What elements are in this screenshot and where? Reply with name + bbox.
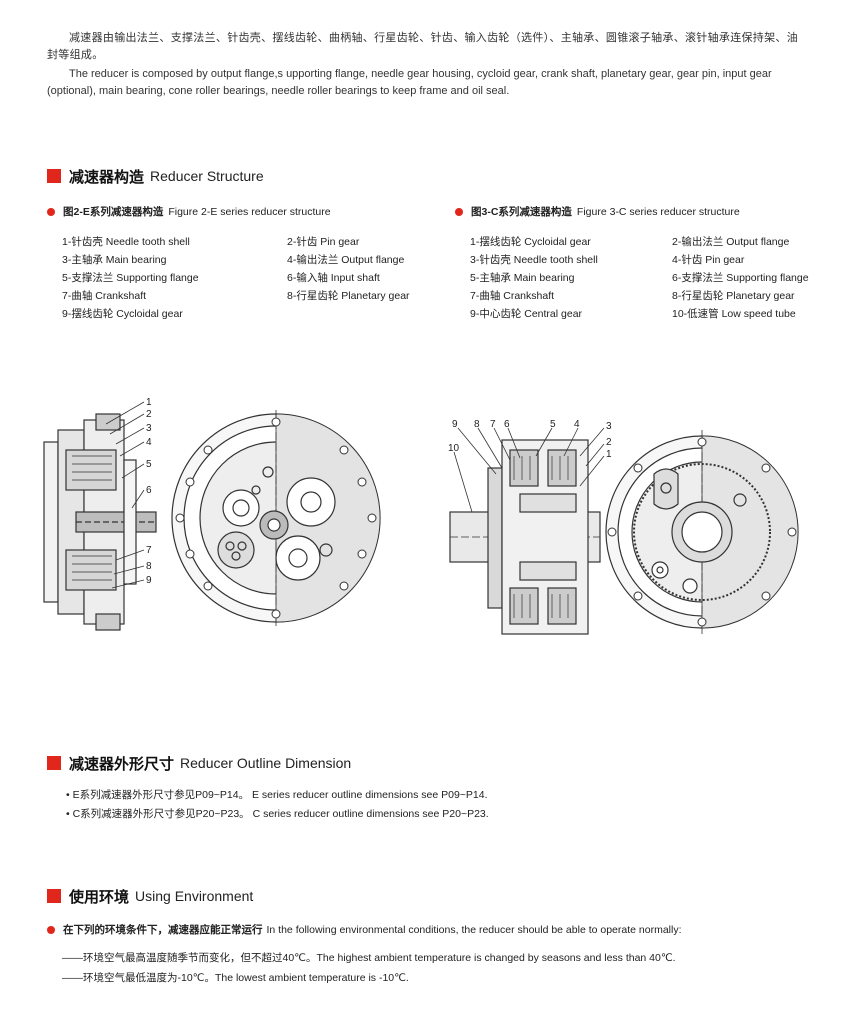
list-item: 3-针齿壳 Needle tooth shell xyxy=(470,254,598,266)
callout-label: 8 xyxy=(146,561,152,572)
list-item: 4-输出法兰 Output flange xyxy=(287,254,405,266)
callout-label: 5 xyxy=(550,419,556,430)
list-item: 7-曲轴 Crankshaft xyxy=(470,290,555,302)
fig-e-section-view xyxy=(43,413,157,631)
intro-en: The reducer is composed by output flange… xyxy=(47,68,772,97)
fig-c-title: 图3-C系列减速器构造 Figure 3-C series reducer st… xyxy=(455,204,740,219)
list-item: 9-摆线齿轮 Cycloidal gear xyxy=(62,308,183,320)
list-item: ——环境空气最高温度随季节而变化，但不超过40℃。The highest amb… xyxy=(62,952,676,964)
callout-label: 9 xyxy=(146,575,152,586)
list-item: 6-支撑法兰 Supporting flange xyxy=(672,272,809,284)
fig-e-drawing: 1 2 3 4 5 6 7 8 9 xyxy=(43,397,381,631)
outline-list: • E系列减速器外形尺寸参见P09~P14。 E series reducer … xyxy=(66,786,489,824)
list-item: 8-行星齿轮 Planetary gear xyxy=(672,290,795,302)
environment-lead-zh: 在下列的环境条件下，减速器应能正常运行 xyxy=(63,924,263,936)
environment-lead-en: In the following environmental condition… xyxy=(266,923,682,936)
callout-label: 10 xyxy=(448,443,460,454)
fig-c-title-en: Figure 3-C series reducer structure xyxy=(576,205,740,218)
environment-title-en: Using Environment xyxy=(135,888,254,904)
fig-c-title-zh: 图3-C系列减速器构造 xyxy=(471,206,572,218)
list-item: 2-输出法兰 Output flange xyxy=(672,236,790,248)
outline-heading: 减速器外形尺寸 Reducer Outline Dimension xyxy=(47,753,351,773)
list-item: 5-支撑法兰 Supporting flange xyxy=(62,272,199,284)
fig-c-front-view xyxy=(605,430,799,634)
environment-heading: 使用环境 Using Environment xyxy=(47,886,253,906)
bullet-dot-icon xyxy=(47,925,55,934)
list-item: 6-输入轴 Input shaft xyxy=(287,272,380,284)
heading-square-icon xyxy=(47,756,61,770)
callout-label: 9 xyxy=(452,419,458,430)
list-item: 2-针齿 Pin gear xyxy=(287,236,360,248)
structure-title-en: Reducer Structure xyxy=(150,168,264,184)
callout-label: 8 xyxy=(474,419,480,430)
callout-label: 6 xyxy=(146,485,152,496)
intro-zh: 减速器由输出法兰、支撑法兰、针齿壳、摆线齿轮、曲柄轴、行星齿轮、针齿、输入齿轮（… xyxy=(47,32,798,61)
list-item: 8-行星齿轮 Planetary gear xyxy=(287,290,410,302)
callout-label: 4 xyxy=(146,437,152,448)
callout-label: 2 xyxy=(146,409,152,420)
environment-title-zh: 使用环境 xyxy=(69,888,130,906)
callout-label: 7 xyxy=(146,545,152,556)
heading-square-icon xyxy=(47,889,61,903)
list-item: 4-针齿 Pin gear xyxy=(672,254,745,266)
callout-label: 3 xyxy=(606,421,612,432)
fig-c-section-view xyxy=(449,439,601,635)
structure-title-zh: 减速器构造 xyxy=(69,168,145,186)
list-item: 7-曲轴 Crankshaft xyxy=(62,290,147,302)
callout-label: 2 xyxy=(606,437,612,448)
fig-e-parts-list: 1-针齿壳 Needle tooth shell 2-针齿 Pin gear 3-… xyxy=(62,233,487,323)
list-item: 3-主轴承 Main bearing xyxy=(62,254,167,266)
outline-title-en: Reducer Outline Dimension xyxy=(180,755,352,771)
list-item: 9-中心齿轮 Central gear xyxy=(470,308,583,320)
list-item: • E系列减速器外形尺寸参见P09~P14。 E series reducer … xyxy=(66,789,488,801)
structure-heading: 减速器构造 Reducer Structure xyxy=(47,166,264,186)
callout-label: 1 xyxy=(146,397,152,408)
list-item: 1-摆线齿轮 Cycloidal gear xyxy=(470,236,591,248)
environment-lead: 在下列的环境条件下，减速器应能正常运行 In the following env… xyxy=(47,922,682,937)
list-item: • C系列减速器外形尺寸参见P20~P23。 C series reducer … xyxy=(66,808,489,820)
callout-label: 6 xyxy=(504,419,510,430)
fig-e-title-en: Figure 2-E series reducer structure xyxy=(168,205,331,218)
callout-label: 3 xyxy=(146,423,152,434)
fig-e-title: 图2-E系列减速器构造 Figure 2-E series reducer st… xyxy=(47,204,331,219)
list-item: 5-主轴承 Main bearing xyxy=(470,272,575,284)
callout-label: 7 xyxy=(490,419,496,430)
list-item: 1-针齿壳 Needle tooth shell xyxy=(62,236,190,248)
bullet-dot-icon xyxy=(47,207,55,216)
heading-square-icon xyxy=(47,169,61,183)
fig-e-bolt-holes xyxy=(175,417,377,619)
callout-label: 4 xyxy=(574,419,580,430)
fig-c-drawing: 9 8 7 6 5 4 3 2 1 10 xyxy=(448,419,799,635)
list-item: ——环境空气最低温度为-10℃。The lowest ambient tempe… xyxy=(62,972,409,984)
environment-list: ——环境空气最高温度随季节而变化，但不超过40℃。The highest amb… xyxy=(62,948,676,988)
outline-title-zh: 减速器外形尺寸 xyxy=(69,755,175,773)
bullet-dot-icon xyxy=(455,207,463,216)
fig-c-parts-list: 1-摆线齿轮 Cycloidal gear 2-输出法兰 Output flang… xyxy=(470,233,850,323)
callout-label: 1 xyxy=(606,449,612,460)
fig-e-front-view xyxy=(171,410,381,626)
list-item: 10-低速管 Low speed tube xyxy=(672,308,796,320)
fig-e-title-zh: 图2-E系列减速器构造 xyxy=(63,206,164,218)
callout-label: 5 xyxy=(146,459,152,470)
fig-c-bolt-holes xyxy=(607,437,797,627)
